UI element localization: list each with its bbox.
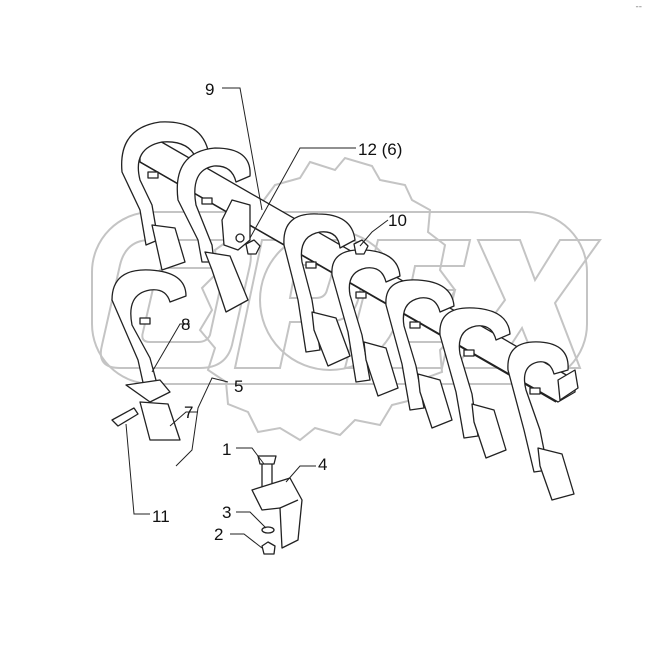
leader-lines bbox=[125, 87, 389, 549]
tine-tip bbox=[125, 379, 171, 403]
coil-tine bbox=[176, 147, 251, 313]
callout-11: 11 bbox=[152, 507, 170, 526]
corner-mark: -- bbox=[635, 2, 643, 12]
callout-5: 5 bbox=[234, 377, 243, 396]
nut bbox=[245, 239, 261, 255]
nut bbox=[261, 541, 276, 555]
callout-8: 8 bbox=[181, 315, 190, 334]
bracket-assembly bbox=[251, 455, 303, 555]
mounting-bracket bbox=[251, 477, 303, 549]
callout-4: 4 bbox=[318, 455, 327, 474]
coil-tine bbox=[283, 213, 356, 367]
shaft-end bbox=[557, 369, 579, 401]
callout-10: 10 bbox=[388, 211, 407, 230]
callout-3: 3 bbox=[222, 503, 231, 522]
nut bbox=[353, 239, 369, 255]
carriage-bolt bbox=[111, 407, 139, 427]
shaft-assembly bbox=[121, 121, 579, 501]
coil-tine bbox=[439, 307, 511, 459]
callout-labels: 9 12 (6) 10 8 5 7 1 4 11 3 2 bbox=[152, 80, 407, 544]
exploded-tine bbox=[111, 269, 187, 441]
scraper-plate bbox=[139, 401, 181, 441]
coil-tine bbox=[385, 279, 455, 429]
washer bbox=[261, 526, 275, 534]
callout-12: 12 (6) bbox=[358, 140, 402, 159]
callout-7: 7 bbox=[184, 403, 193, 422]
callout-2: 2 bbox=[214, 525, 223, 544]
callout-9: 9 bbox=[205, 80, 214, 99]
coil-tine bbox=[331, 249, 401, 397]
coil-tine bbox=[507, 341, 575, 501]
callout-1: 1 bbox=[222, 440, 231, 459]
